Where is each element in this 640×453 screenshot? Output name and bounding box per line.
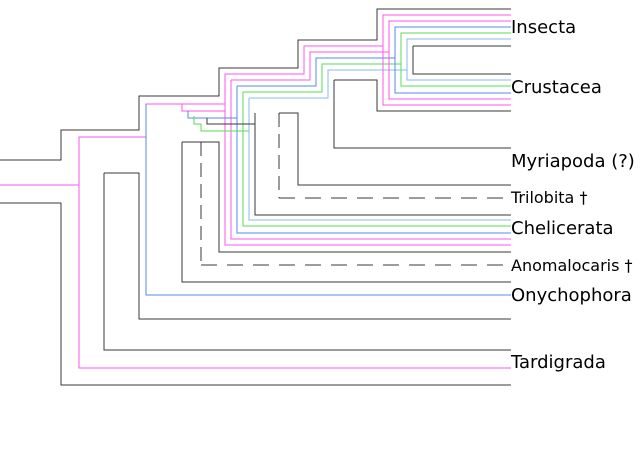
branch-stem-lower bbox=[104, 172, 511, 320]
branch-ret-m2 bbox=[388, 52, 511, 100]
branch-up-b bbox=[237, 26, 511, 87]
branch-chelicerata bbox=[254, 113, 511, 216]
branch-up-lb bbox=[249, 38, 511, 99]
branch-mag-3 bbox=[230, 80, 511, 240]
branch-anomalo-left bbox=[181, 142, 511, 283]
label-tardigrada: Tardigrada bbox=[510, 352, 606, 373]
branch-ret-g bbox=[400, 64, 511, 87]
label-chelicerata: Chelicerata bbox=[511, 218, 614, 239]
label-insecta: Insecta bbox=[511, 17, 576, 38]
branch-ret-lb bbox=[406, 70, 511, 81]
branch-green-2 bbox=[242, 92, 511, 227]
branch-root-bottom bbox=[0, 202, 511, 386]
label-anomalocaris: Anomalocaris † bbox=[511, 256, 633, 275]
branch-trilo-box bbox=[279, 112, 511, 186]
branch-step-m bbox=[181, 104, 225, 112]
branch-up-m bbox=[231, 20, 511, 81]
branch-tardigrada bbox=[78, 185, 511, 369]
branch-mag-2 bbox=[224, 104, 511, 246]
branch-insect-crust-2 bbox=[412, 46, 511, 75]
branch-myriapoda bbox=[334, 79, 511, 112]
branch-blue-2 bbox=[236, 86, 511, 234]
label-myriapoda: Myriapoda (?) bbox=[511, 151, 635, 172]
label-onychophora: Onychophora bbox=[511, 285, 632, 306]
branch-step-g bbox=[193, 116, 249, 132]
branch-lb-2 bbox=[248, 98, 511, 221]
label-trilobita: Trilobita † bbox=[510, 188, 587, 207]
branch-onychophora bbox=[145, 104, 511, 296]
branch-stem-lower2 bbox=[103, 173, 511, 351]
tree-branches bbox=[0, 8, 511, 386]
branch-root-top bbox=[0, 8, 511, 161]
branch-myriapoda-2 bbox=[333, 80, 511, 149]
branch-ret-m1 bbox=[382, 46, 511, 106]
branch-step-b bbox=[187, 111, 237, 119]
branch-step-k bbox=[206, 118, 255, 125]
branch-ret-b bbox=[394, 58, 511, 94]
branch-tardi-up bbox=[78, 14, 511, 185]
label-crustacea: Crustacea bbox=[511, 77, 602, 98]
branch-up-g bbox=[243, 32, 511, 93]
